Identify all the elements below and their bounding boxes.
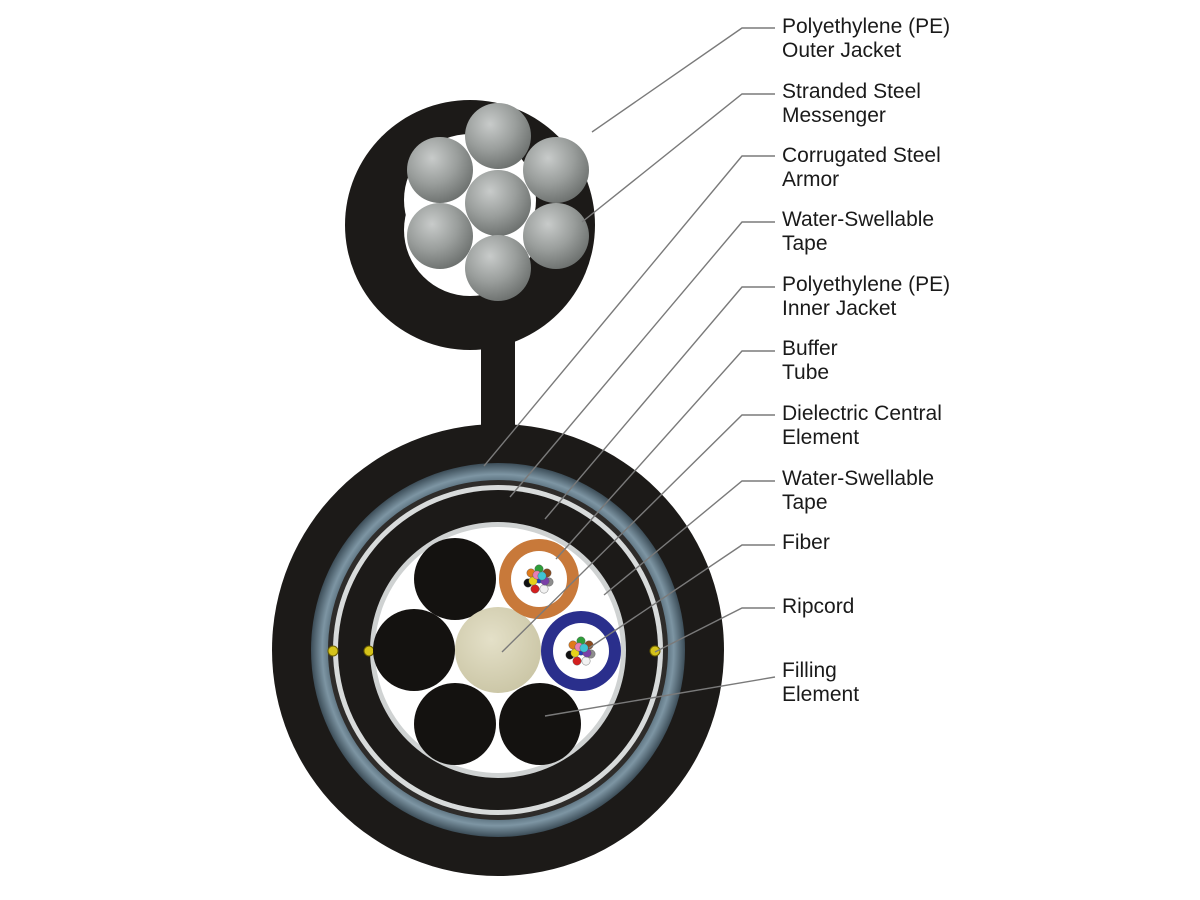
- dielectric-central-element: [455, 607, 541, 693]
- messenger-section: [345, 100, 595, 350]
- leader-pe-inner-jacket: [544, 286, 775, 520]
- label-water-swellable-tape-outer: Water-Swellable Tape: [782, 208, 940, 255]
- steel-wire-upper-left: [407, 137, 473, 203]
- fiber-strand: [572, 656, 582, 666]
- buffer-tube-orange: [499, 539, 579, 619]
- fiber-bundle-orange: [523, 564, 554, 594]
- leader-pe-outer-jacket: [591, 27, 775, 133]
- main-cable-section: [272, 424, 724, 876]
- fiber-strand: [581, 656, 591, 666]
- label-pe-outer-jacket: Polyethylene (PE) Outer Jacket: [782, 15, 956, 62]
- leader-water-swellable-tape-inner: [603, 480, 775, 596]
- cable-web-neck: [481, 340, 515, 440]
- stranded-steel-wires: [407, 103, 589, 301]
- filling-element-top-left: [414, 538, 496, 620]
- label-stranded-steel-messenger: Stranded Steel Messenger: [782, 80, 927, 127]
- buffer-tube-blue: [541, 611, 621, 691]
- leader-filling-element: [544, 676, 776, 717]
- fiber-strand: [579, 643, 589, 653]
- steel-wire-lower-left: [407, 203, 473, 269]
- leader-buffer-tube: [555, 350, 775, 560]
- steel-wire-bottom: [465, 235, 531, 301]
- leader-dielectric-central-element: [501, 414, 775, 653]
- steel-wire-upper-right: [523, 137, 589, 203]
- filling-element-bottom-right: [499, 683, 581, 765]
- fiber-strand: [530, 584, 540, 594]
- label-buffer-tube: Buffer Tube: [782, 337, 844, 384]
- filling-elements: [373, 538, 581, 765]
- fiber-strand: [539, 584, 549, 594]
- ripcord-left-inner: [363, 645, 375, 657]
- label-water-swellable-tape-inner: Water-Swellable Tape: [782, 467, 940, 514]
- filling-element-bottom-left: [414, 683, 496, 765]
- label-fiber: Fiber: [782, 531, 830, 554]
- callout-labels: Polyethylene (PE) Outer Jacket Stranded …: [782, 15, 956, 706]
- leader-water-swellable-tape-outer: [509, 221, 775, 498]
- ripcord-right: [649, 645, 661, 657]
- leader-fiber: [588, 544, 775, 649]
- steel-wire-center: [465, 170, 531, 236]
- leader-ripcord: [654, 607, 775, 653]
- label-ripcord: Ripcord: [782, 595, 854, 618]
- filling-element-left: [373, 609, 455, 691]
- label-dielectric-central-element: Dielectric Central Element: [782, 402, 948, 449]
- steel-wire-top: [465, 103, 531, 169]
- label-corrugated-steel-armor: Corrugated Steel Armor: [782, 144, 947, 191]
- fiber-strand: [537, 571, 547, 581]
- leader-lines: [483, 27, 776, 717]
- fiber-bundle-blue: [565, 636, 596, 666]
- leader-stranded-steel-messenger: [581, 93, 775, 223]
- leader-corrugated-steel-armor: [483, 155, 775, 467]
- label-filling-element: Filling Element: [782, 659, 859, 706]
- ripcord-left: [327, 645, 339, 657]
- label-pe-inner-jacket: Polyethylene (PE) Inner Jacket: [782, 273, 956, 320]
- steel-wire-lower-right: [523, 203, 589, 269]
